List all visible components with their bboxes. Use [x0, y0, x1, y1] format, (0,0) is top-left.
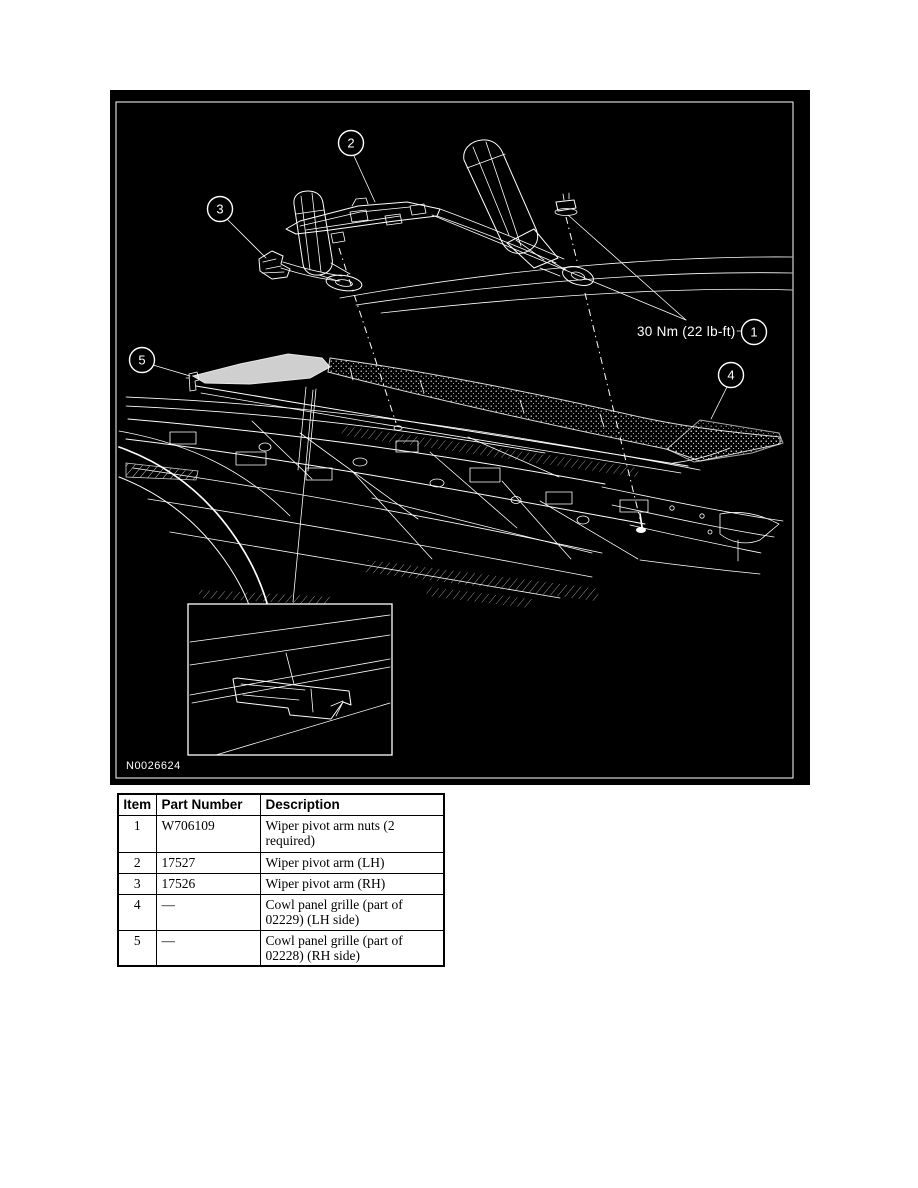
callout-3: 3 — [206, 195, 234, 223]
wiper-pivot-arms — [258, 139, 594, 292]
inset-detail-box — [187, 603, 393, 756]
cowl-grille-lh-end — [191, 353, 331, 385]
alignment-dash-lines — [338, 216, 641, 520]
item-cell: 1 — [117, 814, 157, 853]
svg-text:2: 2 — [347, 136, 354, 151]
item-cell: 3 — [117, 872, 157, 895]
svg-text:1: 1 — [750, 325, 757, 340]
part-number-cell: — — [155, 929, 261, 967]
callout-2: 2 — [337, 129, 365, 157]
callout-1: 1 — [740, 318, 768, 346]
item-cell: 5 — [117, 929, 157, 967]
description-cell: Wiper pivot arm nuts (2 required) — [259, 814, 445, 853]
cowl-grille-rh-end — [666, 419, 784, 463]
item-cell: 4 — [117, 893, 157, 931]
wiper-arm-blade-left — [293, 190, 333, 276]
table-row: 5—Cowl panel grille (part of 02228) (RH … — [117, 929, 445, 967]
table-row: 4—Cowl panel grille (part of 02229) (LH … — [117, 893, 445, 931]
wiper-pivot-right — [562, 266, 594, 286]
item-cell: 2 — [117, 851, 157, 874]
svg-text:4: 4 — [727, 368, 734, 383]
cowl-stud — [636, 527, 646, 533]
callout-leader-lines — [152, 155, 743, 603]
wiper-arm-blade-right — [463, 139, 539, 254]
wiper-arm-hook — [258, 250, 291, 280]
description-cell: Wiper pivot arm (LH) — [259, 851, 445, 874]
cowl-panel-grille — [185, 353, 784, 533]
wiper-pivot-arm-diagram: 30 Nm (22 lb-ft) 1 2 3 4 — [115, 101, 794, 779]
drawing-frame — [115, 101, 794, 779]
description-cell: Wiper pivot arm (RH) — [259, 872, 445, 895]
callout-5: 5 — [128, 346, 156, 374]
wiper-pivot-nut — [554, 192, 578, 216]
part-number-cell: W706109 — [155, 814, 261, 853]
part-number-cell: — — [155, 893, 261, 931]
description-cell: Cowl panel grille (part of 02229) (LH si… — [259, 893, 445, 931]
parts-table-header-row: Item Part Number Description — [117, 793, 445, 816]
header-description: Description — [259, 793, 445, 816]
part-number-cell: 17527 — [155, 851, 261, 874]
part-number-cell: 17526 — [155, 872, 261, 895]
header-item: Item — [117, 793, 157, 816]
torque-spec-label: 30 Nm (22 lb-ft) — [637, 324, 736, 339]
exploded-view-illustration: 30 Nm (22 lb-ft) 1 2 3 4 — [110, 90, 810, 785]
svg-text:5: 5 — [138, 353, 145, 368]
figure-id-label: N0026624 — [126, 760, 181, 772]
windshield-lines — [339, 256, 793, 314]
wiper-pivot-left — [325, 274, 363, 292]
description-cell: Cowl panel grille (part of 02228) (RH si… — [259, 929, 445, 967]
wiper-arm-horizontal — [285, 201, 441, 235]
under-cowl-structure — [118, 386, 784, 608]
callout-4: 4 — [717, 361, 745, 389]
callouts: 1 2 3 4 5 — [128, 129, 768, 389]
svg-text:3: 3 — [216, 202, 223, 217]
header-part-number: Part Number — [155, 793, 261, 816]
